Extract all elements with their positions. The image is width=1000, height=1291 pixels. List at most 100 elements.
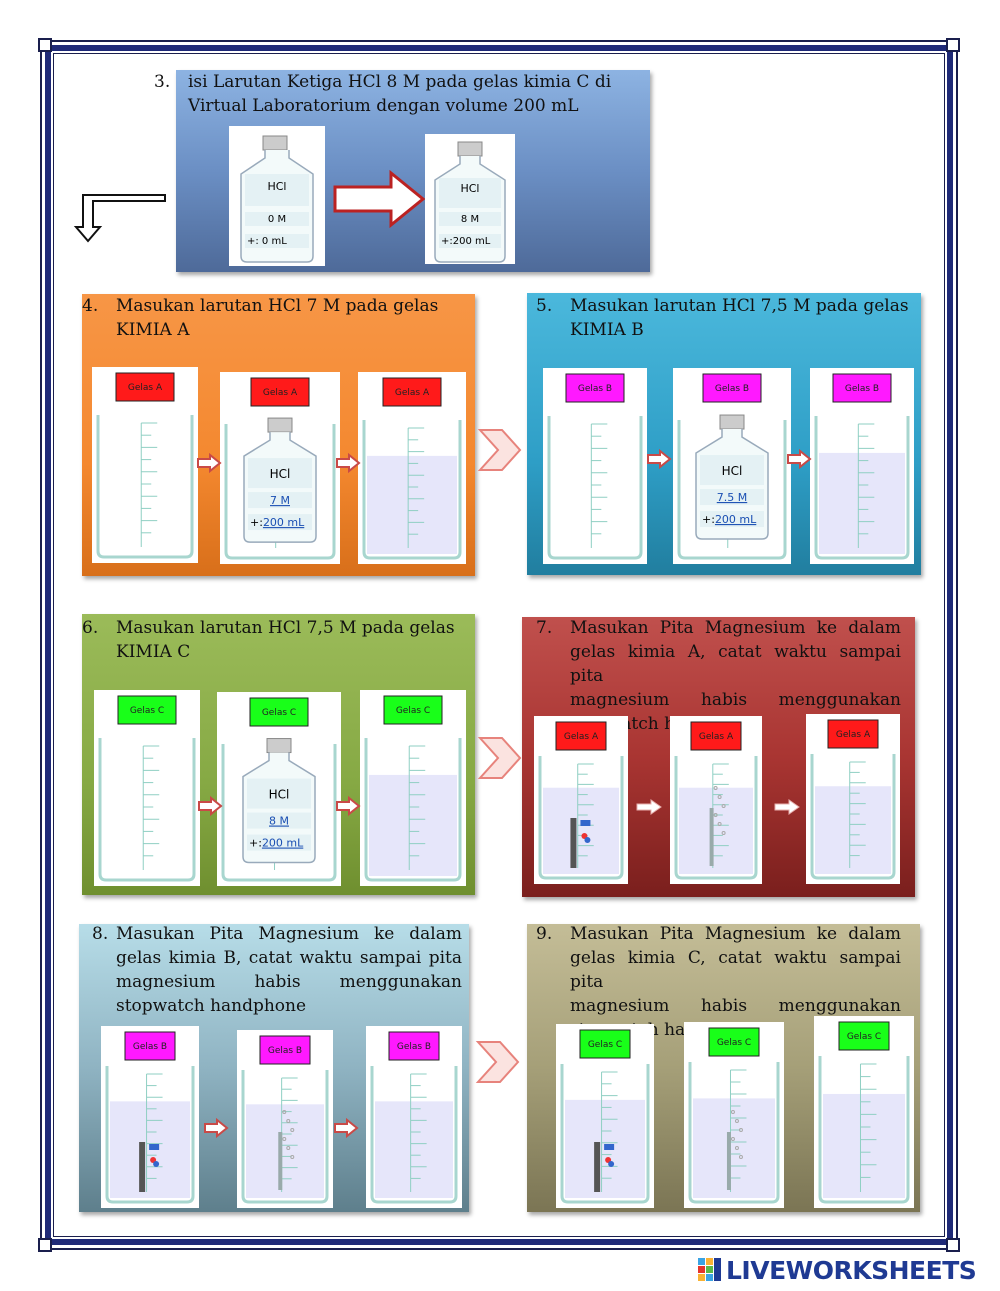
beaker-outline	[98, 738, 196, 882]
beaker-card: Gelas B	[543, 368, 647, 564]
beaker-label-text: Gelas A	[699, 732, 734, 742]
beaker-label	[117, 695, 177, 725]
small-arrow-icon	[334, 1117, 359, 1139]
step6-number: 6.	[82, 618, 99, 638]
beaker-bubbles-card: Gelas A	[670, 716, 762, 884]
step3-text: isi Larutan Ketiga HCl 8 M pada gelas ki…	[188, 72, 612, 116]
frame-corner	[946, 38, 960, 52]
beaker-label-text: Gelas C	[847, 1032, 881, 1042]
step3-number: 3.	[154, 72, 171, 92]
beaker-label	[249, 697, 309, 727]
liquid-level	[246, 1104, 324, 1198]
beaker-outline	[547, 416, 643, 560]
magnesium-ribbon	[594, 1142, 601, 1192]
beaker-label-text: Gelas B	[268, 1046, 302, 1056]
step8-line: gelas kimia B, catat waktu sampai pita	[116, 948, 462, 968]
page-frame	[45, 45, 953, 1245]
beaker-filled-card: Gelas B	[366, 1026, 462, 1208]
bottle-concentration: 7.5 M	[717, 491, 747, 504]
small-arrow-icon	[197, 452, 222, 474]
small-arrow-icon	[787, 448, 812, 470]
frame-corner	[38, 1238, 52, 1252]
beaker-outline	[96, 415, 194, 559]
beaker-outline	[364, 738, 462, 882]
magnesium-ribbon	[278, 1132, 283, 1190]
beaker-label	[708, 1027, 760, 1057]
step7-line: gelas kimia A, catat waktu sampai pita	[570, 642, 901, 686]
step7-line: magnesium habis menggunakan	[570, 690, 901, 710]
beaker-label-text: Gelas A	[836, 730, 871, 740]
beaker-filled-card: Gelas B	[810, 368, 914, 564]
step8-line: Masukan Pita Magnesium ke dalam	[116, 924, 462, 944]
chevron-arrow-icon	[475, 1040, 520, 1084]
beaker-label	[259, 1035, 311, 1065]
beaker-label	[250, 377, 310, 407]
step7-number: 7.	[536, 618, 553, 638]
beaker-label	[555, 721, 607, 751]
step4-text: Masukan larutan HCl 7 M pada gelas KIMIA…	[116, 296, 439, 340]
beaker-label-text: Gelas C	[717, 1038, 751, 1048]
small-arrow-icon	[336, 795, 361, 817]
step8-line: stopwatch handphone	[116, 996, 307, 1016]
beaker-filled-card: Gelas C	[360, 690, 466, 886]
liquid-level	[819, 452, 905, 554]
beaker-label	[579, 1029, 631, 1059]
step9-line: magnesium habis menggunakan	[570, 996, 901, 1016]
beaker-outline	[224, 424, 336, 560]
page-frame-inner	[53, 53, 945, 1237]
beaker-outline	[221, 744, 337, 882]
liquid-level	[815, 786, 891, 874]
beaker-filled-card: Gelas C	[814, 1016, 914, 1208]
beaker-outline	[688, 1062, 780, 1204]
liquid-level	[369, 774, 457, 876]
beaker-label-text: Gelas B	[578, 384, 612, 394]
step6-text: Masukan larutan HCl 7,5 M pada gelas KIM…	[116, 618, 455, 662]
beaker-label-text: Gelas C	[262, 708, 296, 718]
beaker-label	[702, 373, 762, 403]
beaker-outline	[677, 420, 787, 560]
beaker-label	[388, 1031, 440, 1061]
brand-text: LIVEWORKSHEETS	[726, 1255, 977, 1285]
beaker-label	[115, 372, 175, 402]
bottle-name: HCl	[722, 464, 743, 478]
bottle-name: HCl	[269, 788, 290, 802]
magnesium-ribbon	[709, 808, 714, 866]
page-frame-outer	[40, 40, 958, 1250]
bent-arrow-icon	[73, 194, 166, 243]
bottle-after-card: HCl 8 M +:200 mL	[425, 134, 515, 264]
bottle-name: HCl	[460, 182, 479, 195]
beaker-label	[832, 373, 892, 403]
magnesium-ribbon	[570, 818, 577, 868]
beaker-label-text: Gelas B	[715, 384, 749, 394]
beaker-bubbles-card: Gelas B	[237, 1030, 333, 1208]
bottle-volume: +:200 mL	[250, 516, 305, 529]
beaker-label	[383, 695, 443, 725]
white-arrow-icon	[774, 799, 800, 815]
brand-logo: LIVEWORKSHEETS	[698, 1255, 977, 1285]
liquid-level	[375, 1101, 453, 1198]
step7-line: Masukan Pita Magnesium ke dalam	[570, 618, 901, 638]
beaker-label-text: Gelas C	[130, 706, 164, 716]
beaker-label-text: Gelas B	[397, 1042, 431, 1052]
beaker-filled-card: Gelas A	[806, 714, 900, 884]
magnesium-ribbon	[726, 1132, 731, 1190]
bottle-before-card: HCl 0 M +: 0 mL	[229, 126, 325, 266]
step8-number: 8.	[92, 924, 109, 944]
bottle-concentration: 8 M	[461, 214, 479, 225]
beaker-mg-card: Gelas A	[534, 716, 628, 884]
beaker-outline	[810, 754, 896, 880]
liveworksheets-logo-icon	[698, 1258, 721, 1281]
magnesium-ribbon	[139, 1142, 146, 1192]
step4-number: 4.	[82, 296, 99, 316]
small-arrow-icon	[204, 1117, 229, 1139]
beaker-label-text: Gelas C	[396, 706, 430, 716]
beaker-label-text: Gelas A	[395, 388, 430, 398]
step9-line: gelas kimia C, catat waktu sampai pita	[570, 948, 901, 992]
beaker-label	[565, 373, 625, 403]
beaker-outline	[814, 416, 910, 560]
beaker-mg-card: Gelas C	[556, 1024, 654, 1208]
frame-corner	[38, 38, 52, 52]
beaker-label	[838, 1021, 890, 1051]
